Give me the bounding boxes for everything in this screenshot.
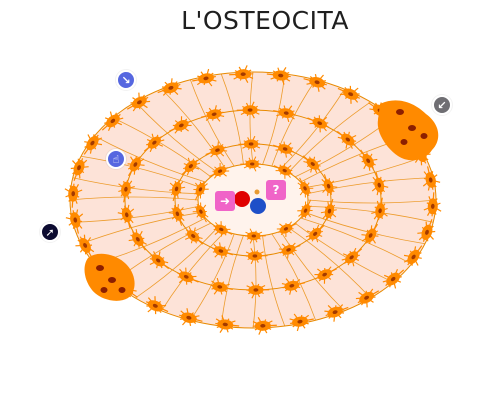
osteocyte xyxy=(75,234,95,258)
osteocyte xyxy=(240,156,261,172)
osteocyte xyxy=(229,65,254,83)
page-title: L'OSTEOCITA xyxy=(181,6,349,35)
osteocyte xyxy=(213,221,233,237)
osteocyte xyxy=(169,180,186,202)
osteocyte xyxy=(307,115,329,133)
osteocyte xyxy=(324,304,349,322)
osteocyte xyxy=(177,267,199,285)
arrow-right-icon: ➜ xyxy=(219,194,231,208)
osteocyte xyxy=(210,277,233,295)
blood-vessel-artery xyxy=(234,191,250,207)
osteocyte xyxy=(145,296,169,315)
osteocyte xyxy=(355,288,380,308)
osteocyte xyxy=(238,135,261,152)
osteoblast-cluster-right xyxy=(377,100,439,161)
info-hotspot-top-right[interactable]: ↙ xyxy=(432,95,452,115)
osteocyte xyxy=(193,181,209,201)
info-hotspot-top-left[interactable]: ↘ xyxy=(116,70,136,90)
osteocyte xyxy=(181,157,201,176)
osteocyte xyxy=(157,78,182,96)
osteocyte xyxy=(341,247,363,267)
osteocyte xyxy=(184,226,204,245)
osteocyte xyxy=(297,199,313,219)
osteocyte xyxy=(192,68,217,87)
osteocyte xyxy=(252,317,277,335)
nerve-dot xyxy=(254,189,260,195)
osteocyte xyxy=(201,105,225,122)
osteocyte xyxy=(118,179,135,203)
osteocyte xyxy=(305,224,325,243)
osteocyte xyxy=(117,204,135,228)
osteocyte xyxy=(289,313,314,332)
osteocyte xyxy=(321,174,338,196)
osteocyte xyxy=(422,166,441,191)
osteocyte xyxy=(83,134,103,155)
osteocyte xyxy=(276,221,297,238)
question-icon: ? xyxy=(272,183,280,197)
info-hotspot-left[interactable]: ☝ xyxy=(106,149,126,169)
osteocyte xyxy=(169,116,192,134)
osteocyte xyxy=(245,228,266,244)
osteocyte xyxy=(126,92,151,112)
osteocyte xyxy=(266,67,291,85)
osteocyte xyxy=(371,197,388,221)
center-question-button[interactable]: ? xyxy=(266,180,286,200)
osteocyte xyxy=(65,209,84,234)
osteoblast-cluster-left xyxy=(84,253,135,301)
osteocyte xyxy=(303,74,327,92)
osteocyte xyxy=(273,105,296,123)
osteocyte xyxy=(273,163,293,179)
blood-vessel-vein xyxy=(250,198,266,214)
osteocyte xyxy=(212,242,234,259)
osteocyte xyxy=(314,266,337,284)
osteocyte xyxy=(423,192,442,217)
arrow-in-down-icon: ↘ xyxy=(121,73,131,87)
osteocyte xyxy=(337,85,361,104)
arrow-down-left-icon: ↙ xyxy=(437,98,447,112)
canaliculi xyxy=(70,72,436,328)
osteocyte xyxy=(215,315,240,333)
osteocyte xyxy=(168,204,185,226)
osteocyte xyxy=(278,242,301,259)
hand-point-icon: ☝ xyxy=(112,152,120,166)
osteocyte xyxy=(209,162,230,179)
osteocyte xyxy=(245,248,268,265)
osteocyte xyxy=(371,172,389,196)
osteocyte xyxy=(127,155,145,177)
osteocyte xyxy=(64,183,83,208)
osteocyte xyxy=(403,245,423,266)
osteocyte xyxy=(192,202,209,223)
osteocyte xyxy=(70,158,89,181)
osteocyte xyxy=(143,133,165,153)
osteocyte xyxy=(272,141,294,158)
arrow-up-right-icon: ➚ xyxy=(45,225,55,239)
info-hotspot-far-left[interactable]: ➚ xyxy=(40,222,60,242)
osteocyte xyxy=(149,251,170,270)
osteocyte xyxy=(205,141,228,158)
osteocyte xyxy=(179,308,203,326)
osteocyte xyxy=(236,101,260,119)
osteocyte xyxy=(128,229,147,251)
osteocyte xyxy=(281,278,305,295)
center-link-button[interactable]: ➜ xyxy=(215,191,235,211)
osteocyte xyxy=(246,281,270,299)
osteocyte xyxy=(361,223,379,245)
osteocyte xyxy=(320,198,337,220)
osteocyte xyxy=(297,177,314,198)
osteocyte xyxy=(382,268,405,289)
osteocyte xyxy=(101,111,124,132)
osteocyte xyxy=(417,219,436,242)
osteocyte xyxy=(359,149,378,171)
osteocyte xyxy=(302,155,322,174)
osteocyte xyxy=(336,130,357,149)
